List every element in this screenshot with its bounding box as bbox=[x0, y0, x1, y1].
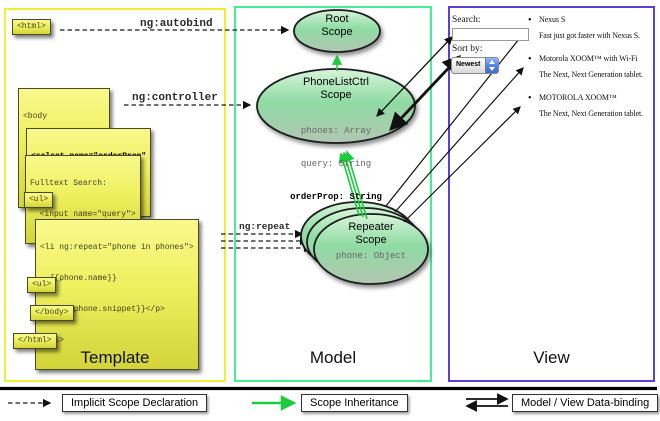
legend-scope-inheritance: Scope Inheritance bbox=[301, 394, 408, 412]
data-binding-arrows bbox=[376, 28, 528, 223]
repeater-view-arrow-1 bbox=[385, 28, 528, 207]
sort-select[interactable]: Newest bbox=[451, 57, 499, 74]
root-scope-label: Root Scope bbox=[321, 13, 353, 39]
code-li-repeat: <li ng:repeat="phone in phones"> {{phone… bbox=[35, 219, 199, 371]
sort-by-label: Sort by: bbox=[452, 44, 483, 54]
phone-item-title: Motorola XOOM™ with Wi-Fi bbox=[539, 54, 638, 63]
select-stepper-icon bbox=[485, 58, 498, 73]
legend-implicit-scope: Implicit Scope Declaration bbox=[62, 394, 208, 412]
stepper-up-icon bbox=[489, 60, 495, 64]
search-input[interactable] bbox=[452, 28, 529, 41]
stepper-down-icon bbox=[489, 67, 495, 71]
ng-repeat-label: ng:repeat bbox=[239, 221, 291, 232]
repeater-scope-label: Repeater Scope phone: Object bbox=[335, 221, 407, 262]
ng-controller-label: ng:controller bbox=[132, 92, 218, 104]
code-body-close: </body> bbox=[30, 305, 74, 322]
bullet-icon: • bbox=[528, 15, 532, 26]
root-scope-ellipse bbox=[293, 9, 381, 53]
phonelistctrl-scope-label: PhoneListCtrl Scope phones: Array query:… bbox=[258, 76, 414, 225]
bullet-icon: • bbox=[528, 93, 532, 104]
repeater-ellipse-front bbox=[313, 213, 429, 285]
repeater-view-arrow-3 bbox=[403, 106, 521, 223]
code-html-open: <html> bbox=[12, 19, 51, 36]
phone-item-title: MOTOROLA XOOM™ bbox=[539, 93, 617, 102]
repeater-view-arrow-2 bbox=[394, 67, 524, 213]
phone-item-title: Nexus S bbox=[539, 15, 566, 24]
code-html-close: </html> bbox=[13, 333, 57, 350]
phonelistctrl-scope-props: phones: Array query: String orderProp: S… bbox=[290, 126, 382, 203]
phone-item-desc: The Next, Next Generation tablet. bbox=[539, 109, 643, 118]
legend-data-binding: Model / View Data-binding bbox=[512, 394, 659, 412]
code-ul-close: <ul> bbox=[27, 277, 57, 294]
template-column-label: Template bbox=[80, 348, 150, 367]
search-label: Search: bbox=[452, 15, 481, 25]
view-column-label: View bbox=[533, 348, 570, 367]
phone-item-desc: The Next, Next Generation tablet. bbox=[539, 70, 643, 79]
bullet-icon: • bbox=[528, 54, 532, 65]
model-column-label: Model bbox=[309, 348, 357, 367]
code-ul-open: <ul> bbox=[24, 192, 54, 209]
scope-inheritance-arrows bbox=[331, 54, 368, 220]
ng-autobind-label: ng:autobind bbox=[140, 18, 213, 30]
repeater-scope-ellipses bbox=[300, 201, 429, 285]
orderprop-binding-arrow bbox=[389, 55, 461, 131]
sort-select-value: Newest bbox=[456, 61, 481, 68]
implicit-scope-arrows bbox=[60, 25, 313, 253]
phone-item-desc: Fast just got faster with Nexus S. bbox=[539, 31, 640, 40]
